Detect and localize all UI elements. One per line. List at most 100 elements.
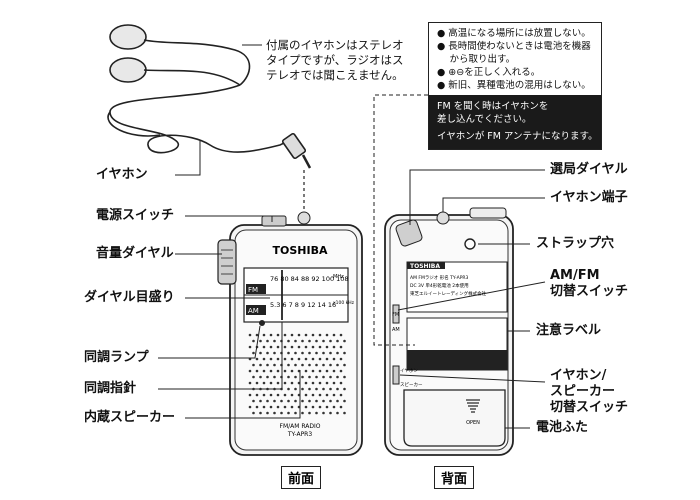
grille-hole bbox=[269, 333, 273, 337]
grille-hole bbox=[308, 351, 311, 355]
grille-hole bbox=[322, 351, 325, 355]
grille-hole bbox=[343, 375, 346, 379]
grille-hole bbox=[311, 345, 315, 349]
grille-hole bbox=[280, 411, 283, 415]
front-fm-unit: MHz bbox=[333, 274, 344, 280]
grille-hole bbox=[294, 375, 297, 379]
grille-hole bbox=[315, 399, 318, 403]
grille-hole bbox=[311, 381, 315, 385]
grille-hole bbox=[287, 411, 290, 415]
grille-hole bbox=[336, 411, 339, 415]
back-switch-ear: イヤホン bbox=[400, 368, 418, 374]
grille-hole bbox=[283, 393, 287, 397]
grille-hole bbox=[322, 339, 325, 343]
grille-hole bbox=[329, 387, 332, 391]
grille-hole bbox=[294, 339, 297, 343]
label-caution-label: 注意ラベル bbox=[536, 323, 602, 338]
grille-hole bbox=[315, 351, 318, 355]
grille-hole bbox=[308, 399, 311, 403]
grille-hole bbox=[255, 405, 259, 409]
grille-hole bbox=[343, 411, 346, 415]
grille-hole bbox=[315, 375, 318, 379]
grille-hole bbox=[325, 333, 329, 337]
label-amfm-switch: AM/FM 切替スイッチ bbox=[550, 268, 628, 300]
grille-hole bbox=[290, 333, 294, 337]
grille-hole bbox=[248, 369, 252, 373]
label-amfm-line: 切替スイッチ bbox=[550, 284, 629, 299]
label-earphone-jack: イヤホン端子 bbox=[550, 190, 628, 205]
label-strap-hole: ストラップ穴 bbox=[536, 236, 615, 251]
grille-hole bbox=[283, 345, 287, 349]
fm-antenna-note: FM を聞く時はイヤホンを 差し込んでください。 イヤホンが FM アンテナにな… bbox=[429, 95, 601, 149]
fm-band-chip bbox=[246, 284, 266, 294]
grille-hole bbox=[297, 357, 301, 361]
leader-lines bbox=[158, 44, 546, 429]
grille-hole bbox=[259, 351, 262, 355]
grille-hole bbox=[325, 405, 329, 409]
grille-hole bbox=[329, 363, 332, 367]
grille-hole bbox=[336, 399, 339, 403]
am-band-chip bbox=[246, 305, 266, 315]
back-brand: TOSHIBA bbox=[410, 263, 440, 270]
caution-item: ● ⊕⊖を正しく入れる。 bbox=[437, 67, 541, 78]
grille-hole bbox=[301, 375, 304, 379]
grille-hole bbox=[301, 351, 304, 355]
caution-item: ● 新旧、異種電池の混用はしない。 bbox=[437, 80, 591, 91]
grille-hole bbox=[318, 393, 322, 397]
back-texts: TOSHIBA AM FMラジオ 形名 TY-APR3 DC 3V 単4形乾電池… bbox=[392, 263, 487, 426]
earphone-cord-upper bbox=[143, 39, 251, 86]
grille-hole bbox=[308, 411, 311, 415]
grille-hole bbox=[269, 381, 273, 385]
grille-hole bbox=[315, 363, 318, 367]
grille-hole bbox=[318, 381, 322, 385]
back-switch-fm: FM bbox=[392, 312, 399, 318]
label-tuning-lamp: 同調ランプ bbox=[84, 350, 149, 365]
grille-hole bbox=[318, 345, 322, 349]
grille-hole bbox=[339, 369, 343, 373]
grille-hole bbox=[276, 345, 280, 349]
grille-hole bbox=[294, 387, 297, 391]
back-sticker-line3: 東芝エルイートレーディング株式会社 bbox=[410, 290, 487, 297]
rating-brand-bar bbox=[407, 262, 445, 269]
grille-hole bbox=[269, 393, 273, 397]
grille-hole bbox=[318, 333, 322, 337]
grille-hole bbox=[336, 351, 339, 355]
grille-hole bbox=[255, 357, 259, 361]
back-open-text: OPEN bbox=[466, 420, 480, 426]
caution-item: ● 高温になる場所には放置しない。 bbox=[437, 28, 591, 39]
earphone-note-line: 付属のイヤホンはステレオ bbox=[266, 38, 404, 52]
grille-hole bbox=[297, 333, 301, 337]
grille-hole bbox=[252, 351, 255, 355]
grille-hole bbox=[252, 411, 255, 415]
grille-hole bbox=[301, 339, 304, 343]
front-model-line1: FM/AM RADIO bbox=[280, 423, 321, 430]
grille-hole bbox=[301, 387, 304, 391]
caption-back: 背面 bbox=[434, 466, 475, 489]
grille-hole bbox=[248, 405, 252, 409]
grille-hole bbox=[280, 399, 283, 403]
grille-hole bbox=[308, 387, 311, 391]
fm-note-line: イヤホンが FM アンテナになります。 bbox=[437, 131, 598, 142]
grille-hole bbox=[325, 381, 329, 385]
caution-item: ● 長時間使わないときは電池を機器 bbox=[437, 41, 591, 52]
label-power-switch: 電源スイッチ bbox=[96, 208, 175, 223]
grille-hole bbox=[318, 369, 322, 373]
grille-hole bbox=[276, 333, 280, 337]
grille-hole bbox=[255, 381, 259, 385]
earphone-plug bbox=[281, 132, 307, 160]
grille-hole bbox=[339, 393, 343, 397]
earphone-plug-tip bbox=[301, 154, 312, 169]
grille-hole bbox=[332, 345, 336, 349]
left-earbud bbox=[109, 24, 147, 50]
back-sticker-line1: AM FMラジオ 形名 TY-APR3 bbox=[410, 274, 469, 281]
grille-hole bbox=[339, 405, 343, 409]
leader-tuning-dial bbox=[409, 169, 545, 225]
earphone-note: 付属のイヤホンはステレオ タイプですが、ラジオはス テレオでは聞こえません。 bbox=[266, 38, 404, 83]
leader-power-switch bbox=[185, 215, 273, 222]
label-tuning-pointer: 同調指針 bbox=[84, 381, 137, 396]
grille-hole bbox=[294, 411, 297, 415]
grille-hole bbox=[325, 357, 329, 361]
strap-hole-ring bbox=[464, 238, 476, 250]
tuning-lamp-dot bbox=[259, 320, 265, 326]
grille-hole bbox=[266, 399, 269, 403]
